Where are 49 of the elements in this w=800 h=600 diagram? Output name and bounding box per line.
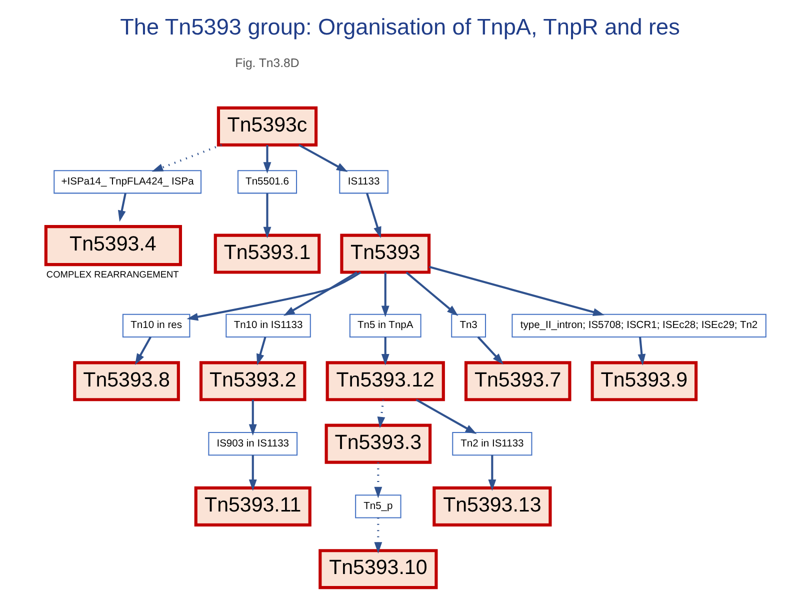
node-box: Tn2 in IS1133: [452, 432, 532, 456]
arrow: [263, 193, 272, 238]
diagram-title: The Tn5393 group: Organisation of TnpA, TnpR and res: [120, 14, 680, 40]
node-box: Tn5501.6: [237, 170, 298, 194]
node-box: Tn5393.13: [432, 486, 552, 526]
arrow: [638, 336, 646, 366]
node-box: Tn10 in IS1133: [226, 314, 311, 338]
arrow: [134, 336, 152, 365]
arrow: [477, 336, 504, 365]
arrow: [298, 144, 348, 172]
node-box: Tn5393.1: [214, 234, 321, 274]
node-label: COMPLEX REARRANGEMENT: [46, 270, 179, 280]
node-box: Tn5393: [340, 234, 431, 274]
node-box: Tn5393.7: [464, 361, 572, 402]
node-box: Tn3: [451, 314, 486, 338]
node-box: Tn5_p: [355, 494, 402, 518]
arrow: [256, 336, 266, 366]
arrow: [248, 455, 257, 491]
node-box: type_II_intron; IS5708; ISCR1; ISEc28; ISEc29; Tn2: [512, 314, 766, 338]
arrow: [416, 398, 477, 434]
arrow: [428, 266, 604, 316]
node-box: Tn5393.9: [590, 361, 698, 402]
arrow: [152, 144, 222, 172]
node-box: Tn5393.2: [199, 361, 306, 402]
node-box: Tn5393.12: [326, 361, 445, 402]
node-box: Tn5393.8: [73, 361, 180, 402]
arrow: [381, 272, 390, 318]
arrow: [377, 400, 386, 428]
node-box: Tn5393.10: [318, 549, 438, 590]
arrow: [374, 518, 382, 554]
arrow: [283, 271, 358, 316]
node-box: Tn5 in TnpA: [349, 314, 422, 338]
arrow: [488, 455, 496, 491]
arrow: [374, 462, 382, 498]
node-box: IS903 in IS1133: [208, 432, 298, 456]
label: Fig. Tn3.8D: [235, 56, 300, 70]
node-box: Tn5393.3: [324, 424, 432, 464]
arrow: [366, 192, 382, 238]
node-box: Tn10 in res: [122, 314, 190, 338]
arrow: [118, 193, 126, 222]
node-box: +ISPa14_ TnpFLA424_ ISPa: [54, 170, 202, 194]
arrow: [406, 272, 458, 316]
arrow: [248, 400, 257, 436]
arrow: [381, 337, 390, 366]
node-box: Tn5393.11: [194, 486, 312, 526]
node-box: Tn5393c: [216, 106, 318, 146]
arrow: [263, 144, 272, 174]
node-box: IS1133: [339, 170, 388, 194]
arrow: [186, 272, 362, 321]
